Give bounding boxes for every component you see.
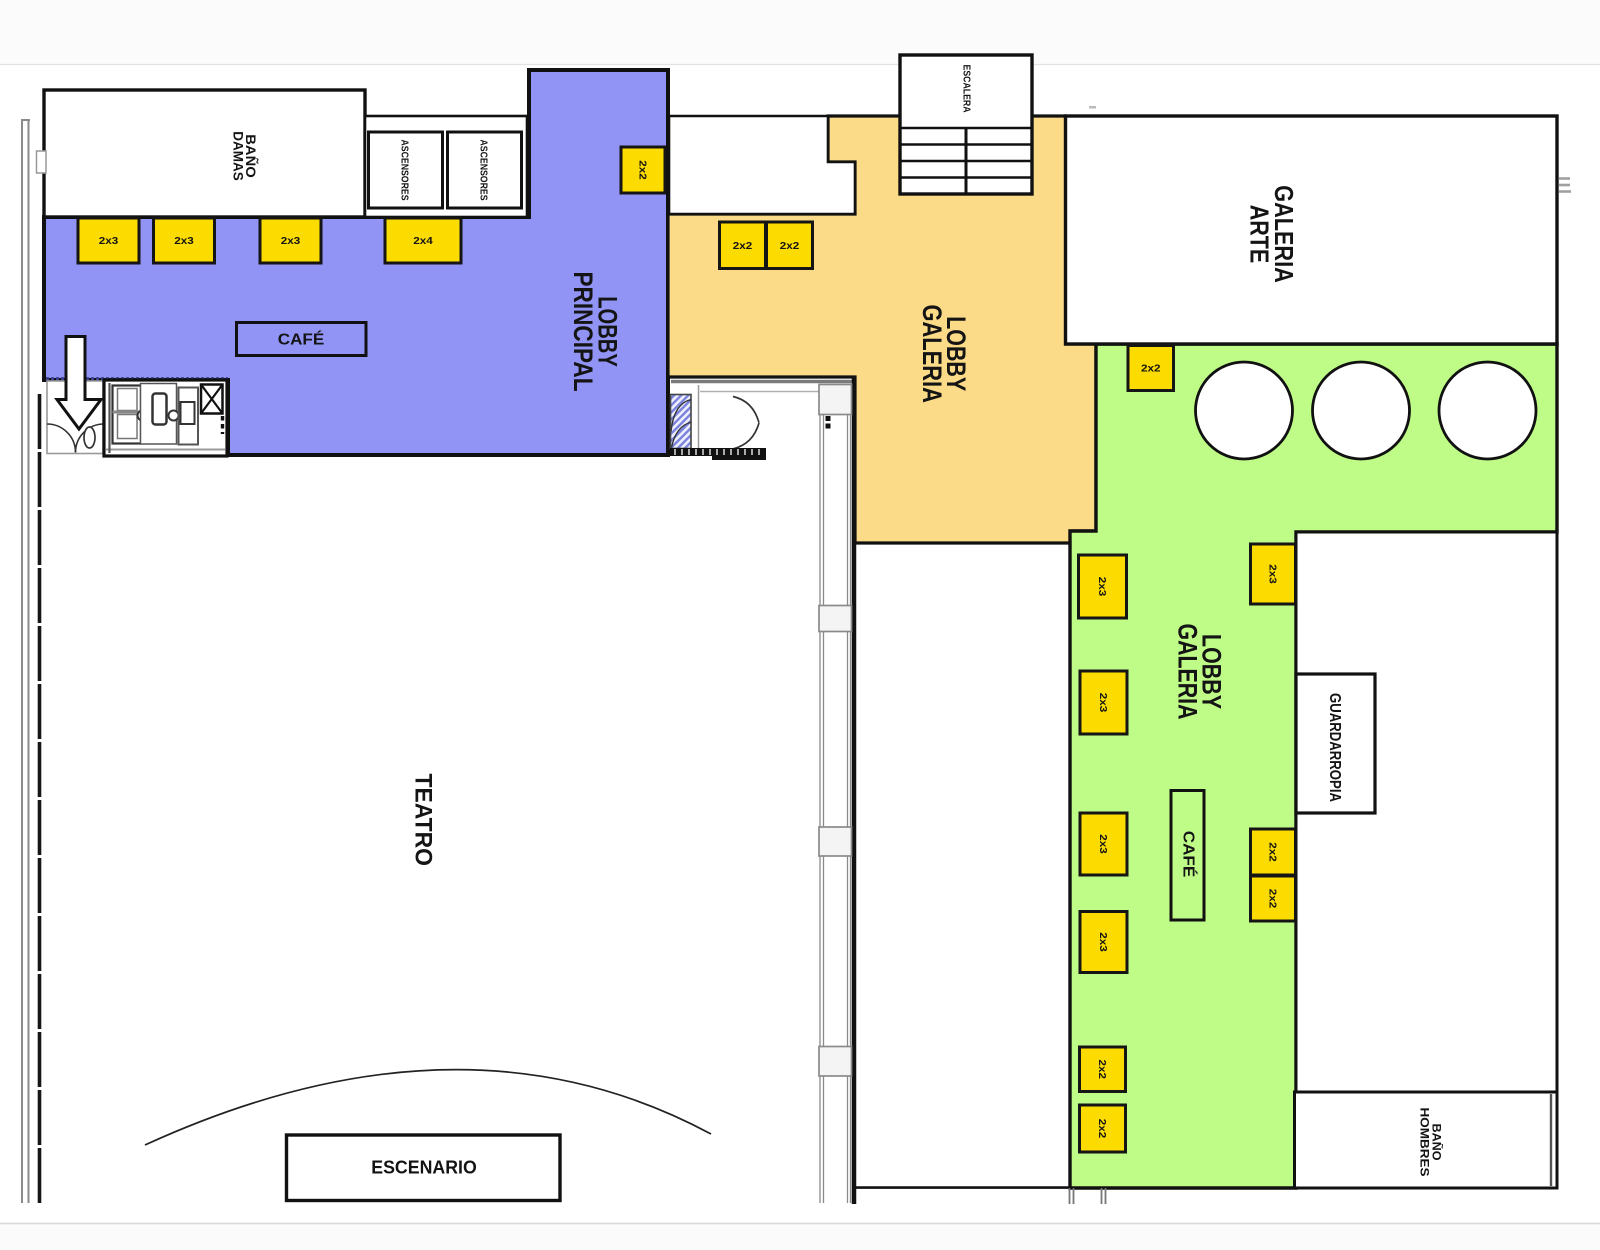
svg-text:CAFÉ: CAFÉ xyxy=(1179,831,1198,878)
svg-text:2x2: 2x2 xyxy=(1096,1119,1107,1139)
svg-text:2x3: 2x3 xyxy=(1097,693,1108,713)
svg-text:PRINCIPAL: PRINCIPAL xyxy=(568,272,598,392)
svg-text:ASCENSORES: ASCENSORES xyxy=(478,140,490,201)
svg-text:CAFÉ: CAFÉ xyxy=(278,330,325,349)
svg-text:2x3: 2x3 xyxy=(1097,834,1108,854)
svg-text:BAÑO: BAÑO xyxy=(1430,1124,1445,1161)
svg-text:GALERIA: GALERIA xyxy=(917,304,947,403)
svg-text:ARTE: ARTE xyxy=(1245,205,1275,264)
svg-text:TEATRO: TEATRO xyxy=(409,773,436,866)
svg-text:2x3: 2x3 xyxy=(99,236,119,247)
svg-text:2x2: 2x2 xyxy=(1267,842,1278,862)
svg-text:2x2: 2x2 xyxy=(1267,889,1278,909)
svg-text:DAMAS: DAMAS xyxy=(231,131,247,181)
svg-text:2x2: 2x2 xyxy=(1141,364,1161,375)
svg-text:2x3: 2x3 xyxy=(174,236,194,247)
svg-text:2x3: 2x3 xyxy=(1267,564,1278,584)
svg-text:BAÑO: BAÑO xyxy=(243,134,260,178)
svg-text:GALERIA: GALERIA xyxy=(1269,185,1299,283)
svg-text:2x2: 2x2 xyxy=(733,241,753,252)
svg-text:2x2: 2x2 xyxy=(780,241,800,252)
svg-text:ESCENARIO: ESCENARIO xyxy=(371,1158,477,1178)
svg-text:ESCALERA: ESCALERA xyxy=(960,65,971,113)
svg-text:LOBBY: LOBBY xyxy=(592,296,622,367)
svg-text:ASCENSORES: ASCENSORES xyxy=(399,140,411,201)
svg-text:GUARDARROPIA: GUARDARROPIA xyxy=(1326,693,1343,802)
svg-text:2x2: 2x2 xyxy=(637,160,648,180)
svg-text:GALERIA: GALERIA xyxy=(1172,624,1202,720)
svg-text:2x3: 2x3 xyxy=(1096,577,1107,597)
svg-text:2x3: 2x3 xyxy=(1097,932,1108,952)
svg-text:2x3: 2x3 xyxy=(281,236,301,247)
svg-text:2x4: 2x4 xyxy=(413,236,433,247)
svg-text:LOBBY: LOBBY xyxy=(941,316,971,391)
svg-text:2x2: 2x2 xyxy=(1096,1059,1107,1079)
svg-text:HOMBRES: HOMBRES xyxy=(1418,1108,1432,1177)
svg-text:LOBBY: LOBBY xyxy=(1197,634,1227,709)
